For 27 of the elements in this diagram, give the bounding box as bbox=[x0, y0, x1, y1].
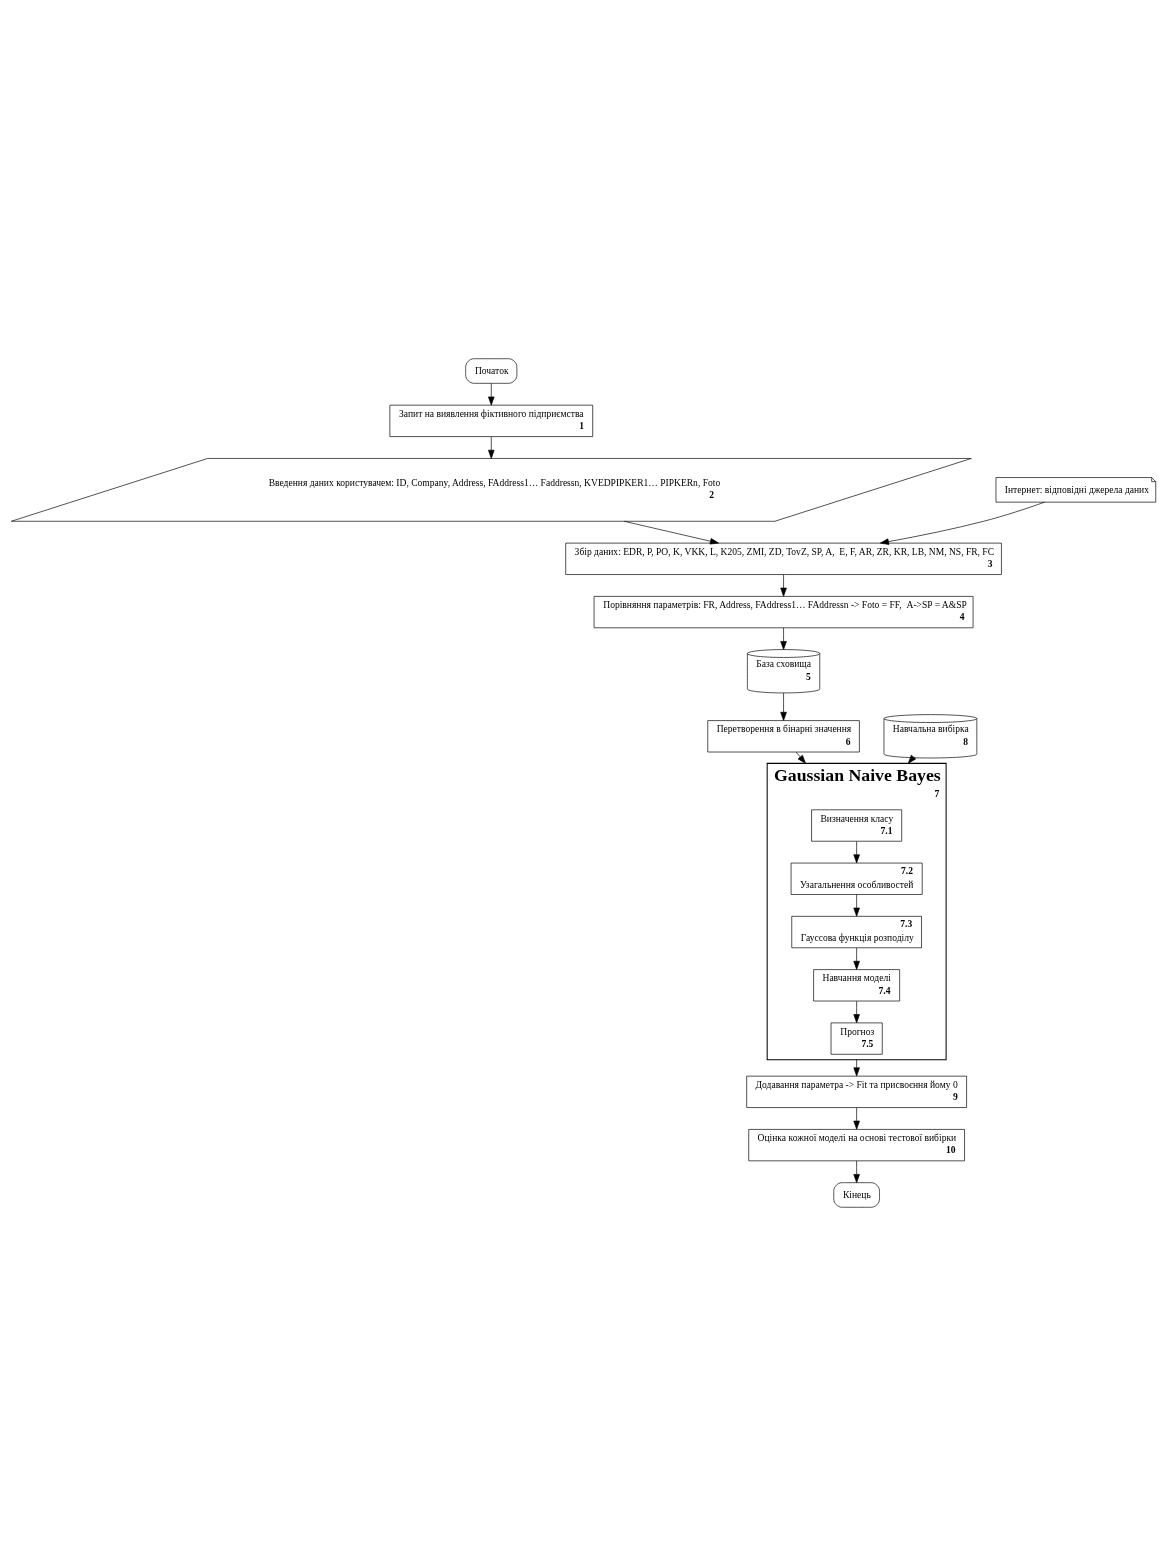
node-box: Початок bbox=[465, 358, 518, 384]
arrow bbox=[880, 501, 1045, 545]
node-box: Визначення класу 7.1 bbox=[811, 809, 903, 842]
arrow bbox=[488, 436, 495, 459]
arrow bbox=[780, 574, 787, 597]
node-box: Перетворення в бінарні значення 6 bbox=[707, 720, 860, 753]
arrow bbox=[853, 1107, 860, 1130]
arrow bbox=[853, 1160, 860, 1183]
arrow bbox=[488, 383, 495, 406]
node-box: Навчання моделі 7.4 bbox=[813, 969, 900, 1002]
node-box: Збір даних: EDR, P, PO, K, VKK, L, K205, ZMI, ZD, TovZ, SP, A, E, F, AR, ZR, KR, LB, NM, NS, FR, FC 3 bbox=[565, 542, 1002, 575]
arrow bbox=[780, 627, 787, 650]
node-box: 7.3 Гауссова функція розподілу bbox=[791, 916, 922, 949]
node-box: Порівняння параметрів: FR, Address, FAddress1… FAddressn -> Foto = FF, A->SP = A&SP 4 bbox=[593, 596, 974, 629]
node-box: 7.2 Узагальнення особливостей bbox=[790, 862, 923, 895]
arrow bbox=[853, 947, 860, 970]
node-box: Оцінка кожної моделі на основі тестової вибірки 10 bbox=[748, 1129, 965, 1162]
arrow bbox=[853, 1000, 860, 1024]
node-box: Прогноз 7.5 bbox=[830, 1022, 883, 1055]
arrow bbox=[795, 751, 806, 764]
arrow bbox=[853, 1059, 860, 1077]
arrow bbox=[853, 841, 860, 864]
arrow bbox=[853, 894, 860, 917]
node-box: Додавання параметра -> Fit та присвоєння йому 0 9 bbox=[746, 1075, 967, 1108]
arrow bbox=[780, 692, 787, 721]
node-box: Запит на виявлення фіктивного підприємства 1 bbox=[389, 404, 594, 437]
node-box: Кінець bbox=[833, 1182, 880, 1208]
